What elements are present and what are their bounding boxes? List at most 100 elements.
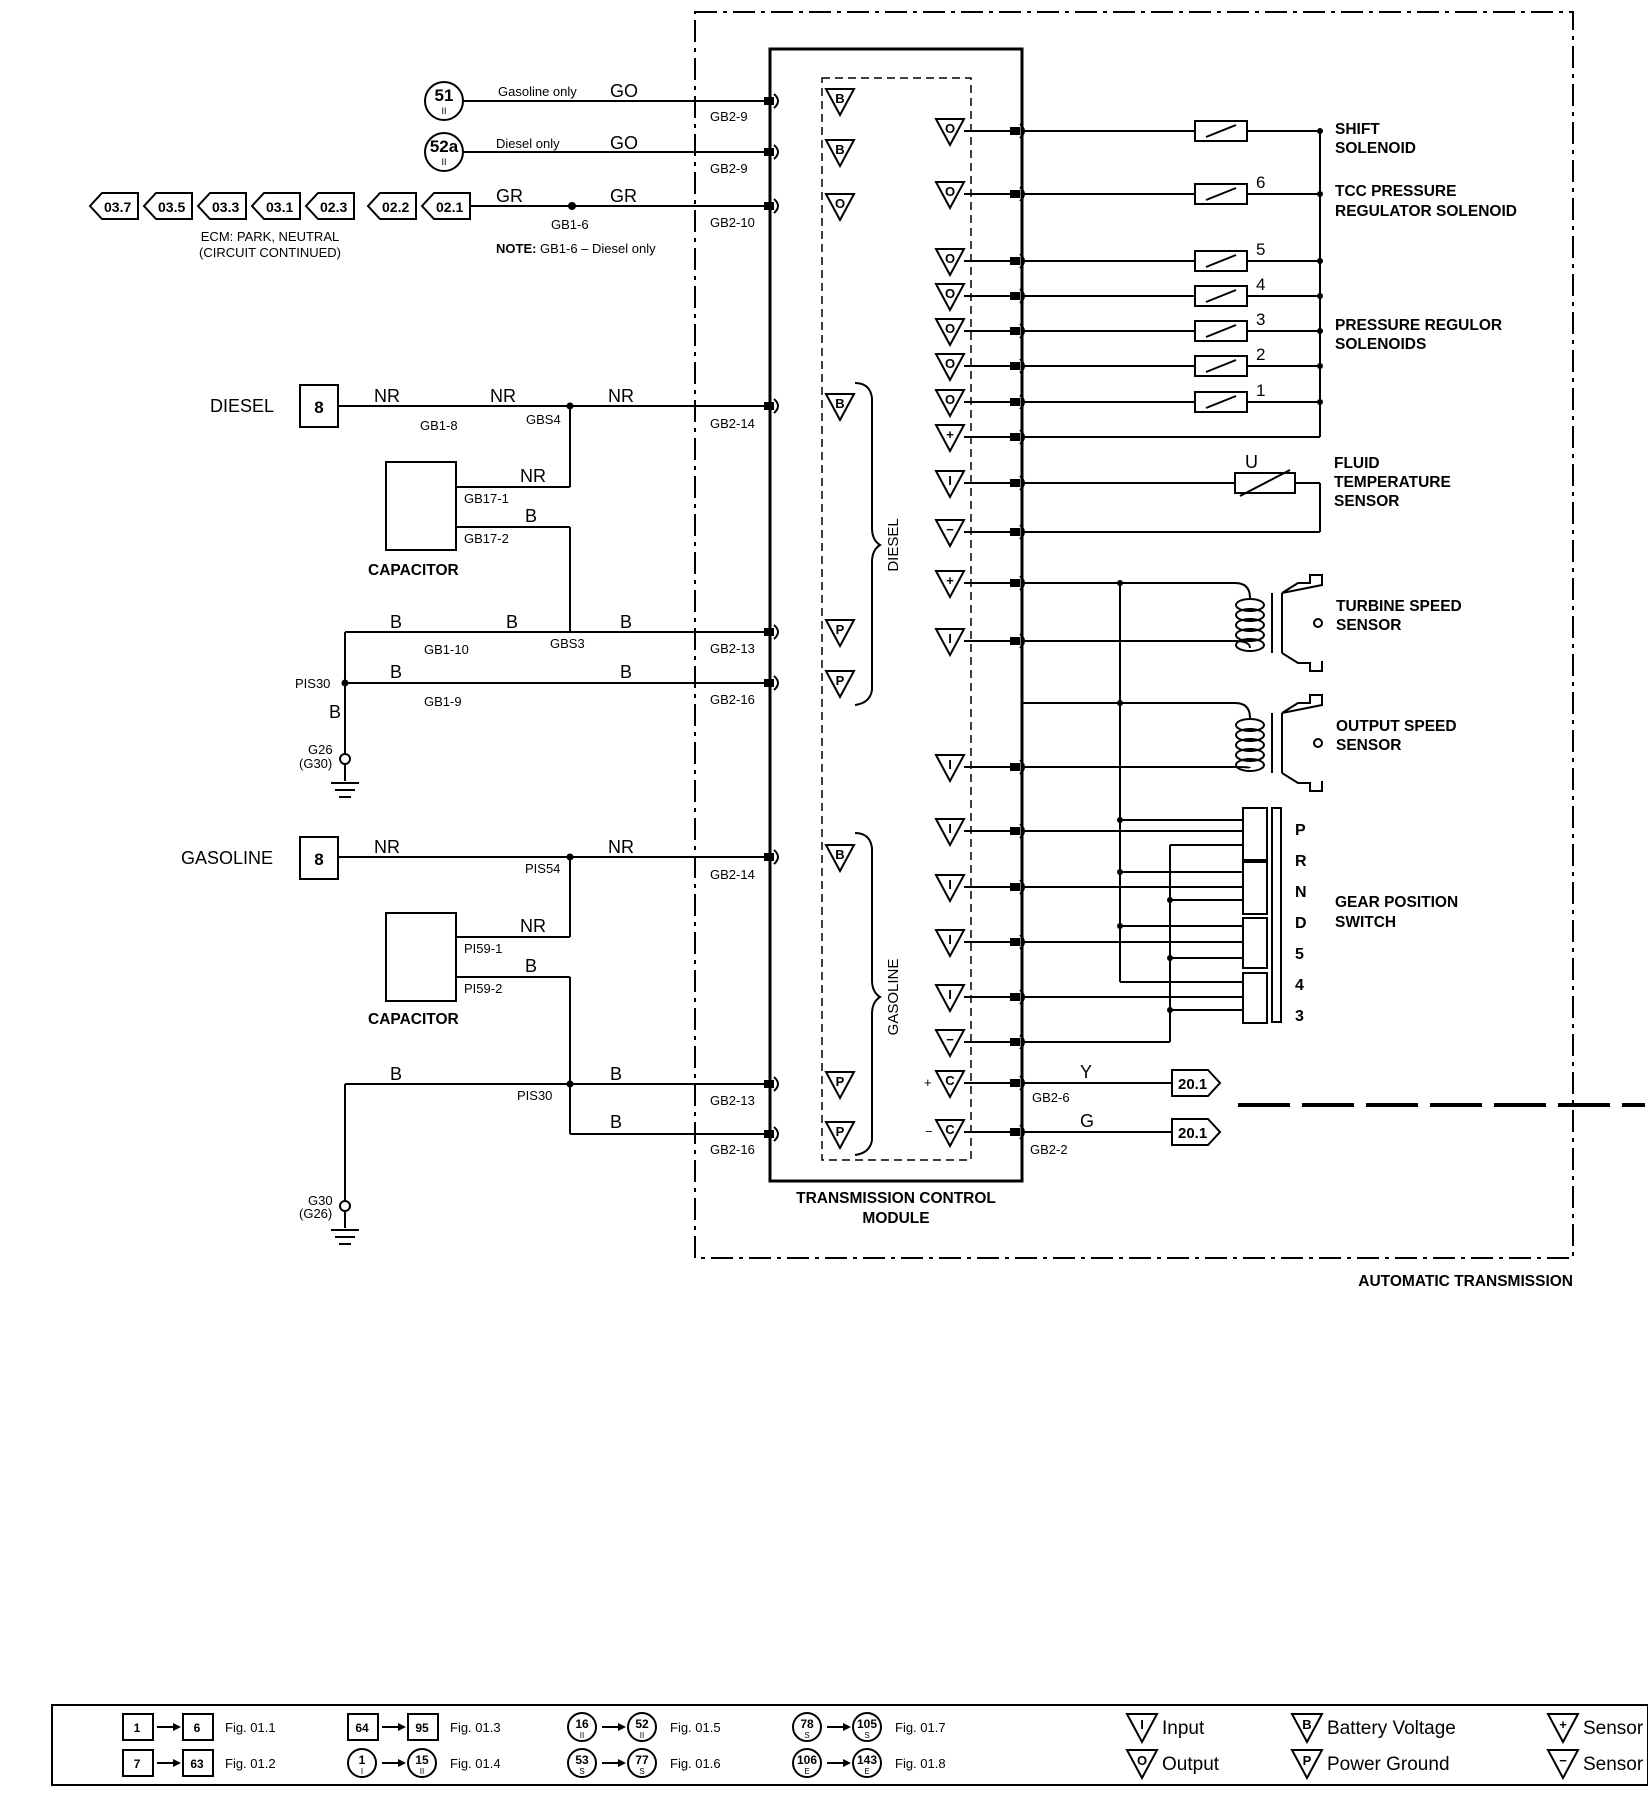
circle-52a-wire: GO — [610, 133, 638, 153]
circle-51-number: 51 — [435, 86, 454, 105]
legend-row-to-sub-3: II — [420, 1767, 424, 1776]
gear-switch-line2: SWITCH — [1335, 914, 1396, 931]
circle-52a-number: 52a — [430, 137, 459, 156]
legend-symbol-label-4: Sensor — [1583, 1718, 1644, 1739]
can-low-wire: G — [1080, 1111, 1094, 1131]
tcm-right-symbol-12-symbol: I — [948, 757, 952, 772]
ecm-ref-5: 02.2 — [366, 192, 417, 220]
ecm-ref-6: 02.1 — [420, 192, 471, 220]
tcm-right-symbol-14: I — [934, 874, 966, 904]
can-low-ref: 20.1 — [1178, 1125, 1207, 1142]
tcm-right-symbol-15-symbol: I — [948, 932, 952, 947]
ecm-wire-right: GR — [610, 186, 637, 206]
can-high-sign: + — [924, 1075, 932, 1090]
can-high-wire: Y — [1080, 1062, 1092, 1082]
ecm-note-text: GB1-6 – Diesel only — [540, 241, 656, 256]
output-line2: SENSOR — [1336, 737, 1401, 754]
ecm-ref-label-0: 03.7 — [104, 199, 131, 215]
tcm-right-symbol-19-symbol: C — [945, 1122, 955, 1137]
legend-row-fig-0: Fig. 01.1 — [225, 1720, 276, 1735]
legend-row-fig-5: Fig. 01.6 — [670, 1756, 721, 1771]
can-low-arrow — [1171, 1118, 1222, 1146]
tcm-right-symbol-13-symbol: I — [948, 821, 952, 836]
gasoline-gnd-wire-a: B — [390, 1064, 402, 1084]
shift-solenoid-line2: SOLENOID — [1335, 140, 1416, 157]
diesel-box-number: 8 — [314, 398, 323, 417]
legend-row-from-1: 7 — [134, 1757, 141, 1771]
solenoid-wire-number-4: 3 — [1256, 310, 1265, 329]
diesel-gnd-wire-b2: B — [620, 662, 632, 682]
diesel-capacitor-icon — [385, 461, 457, 551]
gear-letter-4: 5 — [1295, 946, 1304, 963]
tcm-left-symbol-1: B — [824, 139, 856, 169]
circle-51-pin: GB2-9 — [710, 109, 748, 124]
tcm-right-symbol-5-symbol: O — [945, 356, 955, 371]
tcm-left-symbol-1-symbol: B — [835, 142, 844, 157]
tcm-right-symbol-7: + — [934, 424, 966, 454]
tcm-right-symbol-4-symbol: O — [945, 321, 955, 336]
diesel-splice-1: GBS4 — [526, 412, 561, 427]
tcm-title-line2: MODULE — [862, 1210, 929, 1227]
tcm-left-symbol-0-symbol: B — [835, 91, 844, 106]
diesel-wire-2: NR — [490, 386, 516, 406]
circle-52a-pin: GB2-9 — [710, 161, 748, 176]
output-speed-sensor-icon — [1022, 694, 1323, 792]
legend-row-from-sub-4: II — [580, 1731, 584, 1740]
gasoline-ground-alt: (G26) — [299, 1206, 332, 1221]
ecm-desc-line1: ECM: PARK, NEUTRAL — [201, 229, 339, 244]
legend-row-to-2: 95 — [415, 1721, 429, 1735]
tcm-right-symbol-1-symbol: O — [945, 184, 955, 199]
diesel-gnd-wire-b: B — [390, 662, 402, 682]
right-labels: SHIFT SOLENOID TCC PRESSURE REGULATOR SO… — [1245, 121, 1517, 931]
tcm-left-symbol-2-symbol: O — [835, 196, 845, 211]
diesel-label: DIESEL — [210, 396, 274, 416]
ecm-wire-left: GR — [496, 186, 523, 206]
tcm-left-symbol-4: P — [824, 619, 856, 649]
gasoline-pin-b: GB2-14 — [710, 867, 755, 882]
legend-row-to-sub-6: S — [864, 1731, 869, 1740]
legend-row-fig-3: Fig. 01.4 — [450, 1756, 501, 1771]
ecm-ref-label-2: 03.3 — [212, 199, 239, 215]
gasoline-pin-p1: GB2-13 — [710, 1093, 755, 1108]
legend-row-to-0: 6 — [194, 1721, 201, 1735]
legend-row-from-sub-5: S — [579, 1767, 584, 1776]
legend-symbol-5: −Sensor — [1546, 1749, 1644, 1781]
legend-row-from-6: 78 — [800, 1717, 814, 1731]
diesel-pin-p2: GB2-16 — [710, 692, 755, 707]
gasoline-capacitor-icon — [385, 912, 457, 1002]
diesel-gnd-conn-a: GB1-10 — [424, 642, 469, 657]
legend-row-to-sub-7: E — [864, 1767, 869, 1776]
tcm-left-pin-0 — [764, 93, 779, 109]
tcm-right-symbol-14-symbol: I — [948, 877, 952, 892]
diesel-brace — [854, 382, 882, 706]
legend-symbol-label-3: Power Ground — [1327, 1754, 1450, 1775]
diesel-ground-icon — [331, 753, 359, 798]
ecm-connector: GB1-6 — [551, 217, 589, 232]
shift-solenoid-line1: SHIFT — [1335, 121, 1380, 138]
tcm-left-pin-3 — [764, 398, 779, 414]
gear-letter-3: D — [1295, 915, 1307, 932]
automatic-transmission-boundary — [694, 11, 1574, 1259]
gasoline-circuit: GASOLINE 8 NR PIS54 NR GB2-14 NR PI59-1 … — [181, 836, 772, 1245]
gear-letter-5: 4 — [1295, 977, 1304, 994]
diesel-gnd-wire-a: B — [390, 612, 402, 632]
diesel-splice-2: GBS3 — [550, 636, 585, 651]
tcm-right-symbol-9: − — [934, 519, 966, 549]
legend-row-from-3: 1 — [359, 1753, 366, 1767]
ecm-ref-label-4: 02.3 — [320, 199, 347, 215]
diesel-splice-3: PIS30 — [295, 676, 330, 691]
gasoline-cap-wire-1: NR — [520, 916, 546, 936]
tcm-left-pin-1 — [764, 144, 779, 160]
diesel-wire-3: NR — [608, 386, 634, 406]
ecm-ref-label-3: 03.1 — [266, 199, 293, 215]
